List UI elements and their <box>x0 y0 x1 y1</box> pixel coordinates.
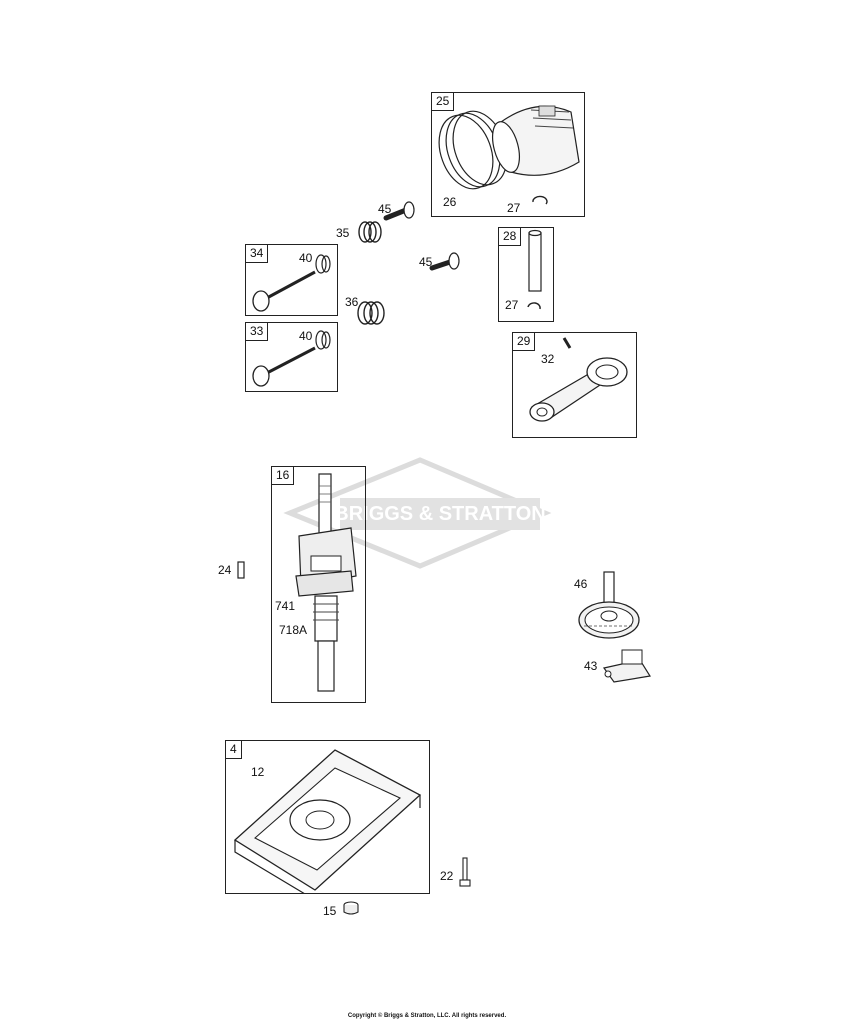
callout-22: 22 <box>440 869 454 883</box>
callout-12: 12 <box>251 765 265 779</box>
cam-gear-illustration <box>578 571 640 639</box>
callout-40-upper: 40 <box>299 251 313 265</box>
callout-35: 35 <box>336 226 350 240</box>
part-box-34[interactable]: 34 <box>245 244 338 316</box>
valve-34-illustration <box>252 254 331 312</box>
callout-24: 24 <box>218 563 232 577</box>
callout-718a: 718A <box>279 623 308 637</box>
part-box-28[interactable]: 28 <box>498 227 554 322</box>
governor-illustration <box>602 649 651 683</box>
callout-45-upper: 45 <box>378 202 392 216</box>
key-24-illustration <box>237 561 245 579</box>
connecting-rod-illustration <box>529 337 628 422</box>
bolt-22-illustration <box>459 857 471 887</box>
crankcase-illustration <box>233 749 422 894</box>
callout-36: 36 <box>345 295 359 309</box>
valve-tappet-upper <box>383 201 415 221</box>
callout-27-pin: 27 <box>505 298 519 312</box>
callout-26: 26 <box>443 195 457 209</box>
piston-rings-illustration <box>438 105 580 205</box>
box-tag-33: 33 <box>246 323 269 341</box>
box-tag-4: 4 <box>226 741 242 759</box>
box-tag-29: 29 <box>513 333 536 351</box>
plug-15-illustration <box>343 901 359 915</box>
callout-46: 46 <box>574 577 588 591</box>
callout-15: 15 <box>323 904 337 918</box>
callout-40-lower: 40 <box>299 329 313 343</box>
box-tag-28: 28 <box>499 228 522 246</box>
part-box-16[interactable]: 16 <box>271 466 366 703</box>
valve-spring-36 <box>357 301 385 325</box>
part-box-33[interactable]: 33 <box>245 322 338 392</box>
box-tag-25: 25 <box>432 93 455 111</box>
crankshaft-illustration <box>295 473 357 692</box>
box-tag-34: 34 <box>246 245 269 263</box>
valve-tappet-lower <box>429 252 460 271</box>
part-box-25[interactable]: 25 <box>431 92 585 217</box>
valve-spring-35 <box>358 221 382 243</box>
callout-32: 32 <box>541 352 555 366</box>
piston-pin-illustration <box>527 229 542 310</box>
box-tag-16: 16 <box>272 467 295 485</box>
part-box-29[interactable]: 29 <box>512 332 637 438</box>
part-box-4[interactable]: 4 <box>225 740 430 894</box>
callout-741: 741 <box>275 599 296 613</box>
valve-33-illustration <box>252 330 331 387</box>
callout-27-top: 27 <box>507 201 521 215</box>
callout-43: 43 <box>584 659 598 673</box>
copyright-footer: Copyright © Briggs & Stratton, LLC. All … <box>347 1013 507 1019</box>
callout-45-lower: 45 <box>419 255 433 269</box>
